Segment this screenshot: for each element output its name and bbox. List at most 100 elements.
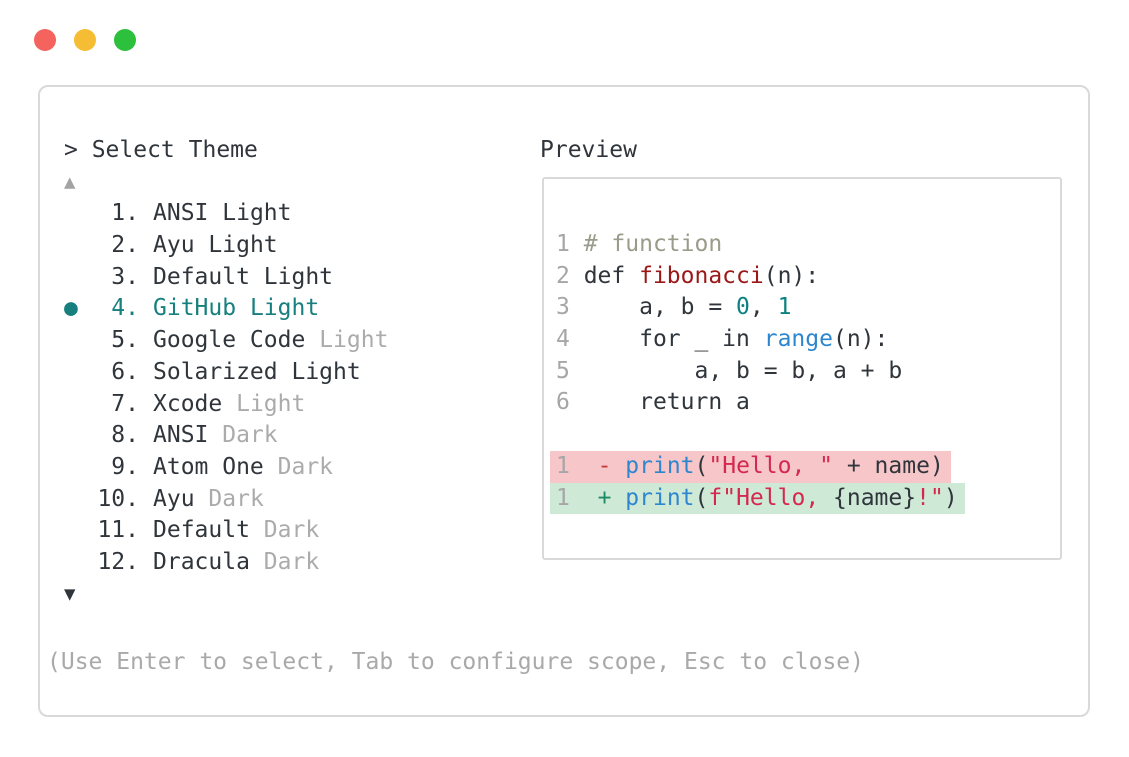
theme-variant: Light xyxy=(236,390,306,417)
theme-variant: Dark xyxy=(208,485,264,512)
token-text xyxy=(584,485,598,511)
token-text: def xyxy=(583,262,640,289)
theme-item-ansi[interactable]: 1.ANSI Light xyxy=(64,198,388,230)
preview-title: Preview xyxy=(540,137,637,163)
code-line xyxy=(556,419,965,451)
theme-item-default[interactable]: 3. Default Light xyxy=(64,262,388,294)
theme-variant: Dark xyxy=(263,548,320,575)
token-number: 1 xyxy=(777,294,792,321)
token-comment: # function xyxy=(583,231,723,257)
theme-item-label: Google Code Light xyxy=(153,325,388,357)
theme-item-number: 3. xyxy=(111,263,139,290)
theme-item-label: Ayu Dark xyxy=(153,484,264,516)
theme-variant: Light xyxy=(249,295,320,322)
theme-item-number: 4. xyxy=(111,295,139,322)
theme-item-github[interactable]: ● 4. GitHub Light xyxy=(64,293,388,325)
code-line: 5 a, b = b, a + b xyxy=(556,356,965,388)
theme-item-default[interactable]: 11. Default Dark xyxy=(64,515,388,547)
token-text: ) xyxy=(943,484,958,511)
theme-variant: Light xyxy=(222,200,292,227)
theme-item-ayu[interactable]: 2. Ayu Light xyxy=(64,230,388,262)
theme-variant: Dark xyxy=(277,453,334,480)
line-number: 5 xyxy=(556,357,584,384)
theme-item-solarized[interactable]: 6.Solarized Light xyxy=(64,357,388,389)
theme-item-label: GitHub Light xyxy=(153,293,319,325)
theme-name: Ayu xyxy=(153,485,195,512)
dialog-title: > Select Theme xyxy=(64,137,258,163)
theme-item-number: 5. xyxy=(111,327,139,354)
theme-item-atom-one[interactable]: 9.Atom One Dark xyxy=(64,452,388,484)
token-text: {name} xyxy=(833,484,917,511)
theme-name: GitHub xyxy=(153,295,237,322)
theme-item-dracula[interactable]: 12. Dracula Dark xyxy=(64,547,388,579)
theme-variant: Dark xyxy=(263,517,320,544)
line-number: 4 xyxy=(556,326,584,353)
token-number: 0 xyxy=(736,294,750,321)
theme-item-label: Ayu Light xyxy=(153,230,278,262)
minimize-button[interactable] xyxy=(74,29,96,51)
diff-line-ins: 1 + print(f"Hello, {name}!") xyxy=(550,482,965,515)
code-line: 6 return a xyxy=(556,387,965,419)
theme-item-label: Solarized Light xyxy=(153,357,361,389)
close-button[interactable] xyxy=(34,29,56,51)
scroll-down-icon[interactable]: ▼ xyxy=(64,582,76,605)
theme-item-xcode[interactable]: 7.Xcode Light xyxy=(64,389,388,421)
marker-slot xyxy=(64,325,97,357)
marker-slot xyxy=(64,452,97,484)
diff-highlight-del: 1 - print("Hello, " + name) xyxy=(550,450,951,483)
scroll-up-icon[interactable]: ▲ xyxy=(64,170,76,193)
diff-highlight-ins: 1 + print(f"Hello, {name}!") xyxy=(550,482,965,515)
token-builtin: range xyxy=(763,326,833,353)
code-line: 2 def fibonacci(n): xyxy=(556,261,965,293)
code-line: 4 for _ in range(n): xyxy=(556,324,965,356)
theme-item-number: 11. xyxy=(97,517,139,544)
theme-variant: Dark xyxy=(222,422,278,449)
token-text: ( xyxy=(694,484,709,511)
token-string: f"Hello, xyxy=(708,484,834,511)
theme-name: ANSI xyxy=(153,200,209,227)
token-text: , xyxy=(749,294,778,321)
line-number: 1 xyxy=(556,231,584,257)
token-text: + name) xyxy=(833,452,944,479)
token-text: for _ in xyxy=(583,326,764,353)
token-builtin: print xyxy=(625,484,695,511)
marker-slot xyxy=(64,484,97,516)
theme-item-number: 12. xyxy=(97,548,139,575)
selected-bullet-icon: ● xyxy=(64,295,78,322)
help-text: (Use Enter to select, Tab to configure s… xyxy=(47,649,864,675)
theme-item-label: ANSI Dark xyxy=(153,420,278,452)
marker-slot xyxy=(64,547,97,579)
theme-item-ayu[interactable]: 10. Ayu Dark xyxy=(64,484,388,516)
marker-slot xyxy=(64,389,97,421)
theme-name: Dracula xyxy=(153,548,250,575)
line-number: 3 xyxy=(556,294,584,321)
token-text xyxy=(584,453,598,479)
theme-item-label: Atom One Dark xyxy=(153,452,333,484)
theme-item-google-code[interactable]: 5. Google Code Light xyxy=(64,325,388,357)
theme-item-label: Default Light xyxy=(153,262,333,294)
marker-slot xyxy=(64,230,97,262)
theme-variant: Light xyxy=(291,358,361,385)
marker-slot xyxy=(64,515,97,547)
token-ins_marker: + xyxy=(597,484,612,511)
token-string: "Hello, " xyxy=(708,452,834,479)
theme-item-label: Dracula Dark xyxy=(153,547,319,579)
theme-variant: Light xyxy=(208,232,278,259)
marker-slot xyxy=(64,420,97,452)
token-function: fibonacci xyxy=(639,262,764,289)
zoom-button[interactable] xyxy=(114,29,136,51)
theme-item-label: ANSI Light xyxy=(153,198,292,230)
theme-name: Default xyxy=(153,517,250,544)
token-text: a, b = xyxy=(583,294,737,321)
theme-name: ANSI xyxy=(153,422,209,449)
token-builtin: print xyxy=(625,452,695,479)
theme-item-ansi[interactable]: 8.ANSI Dark xyxy=(64,420,388,452)
theme-name: Default xyxy=(153,263,250,290)
token-text xyxy=(611,485,625,511)
theme-name: Xcode xyxy=(153,390,223,417)
theme-item-number: 10. xyxy=(97,485,139,512)
theme-item-number: 2. xyxy=(111,232,139,259)
line-number: 1 xyxy=(556,452,584,479)
